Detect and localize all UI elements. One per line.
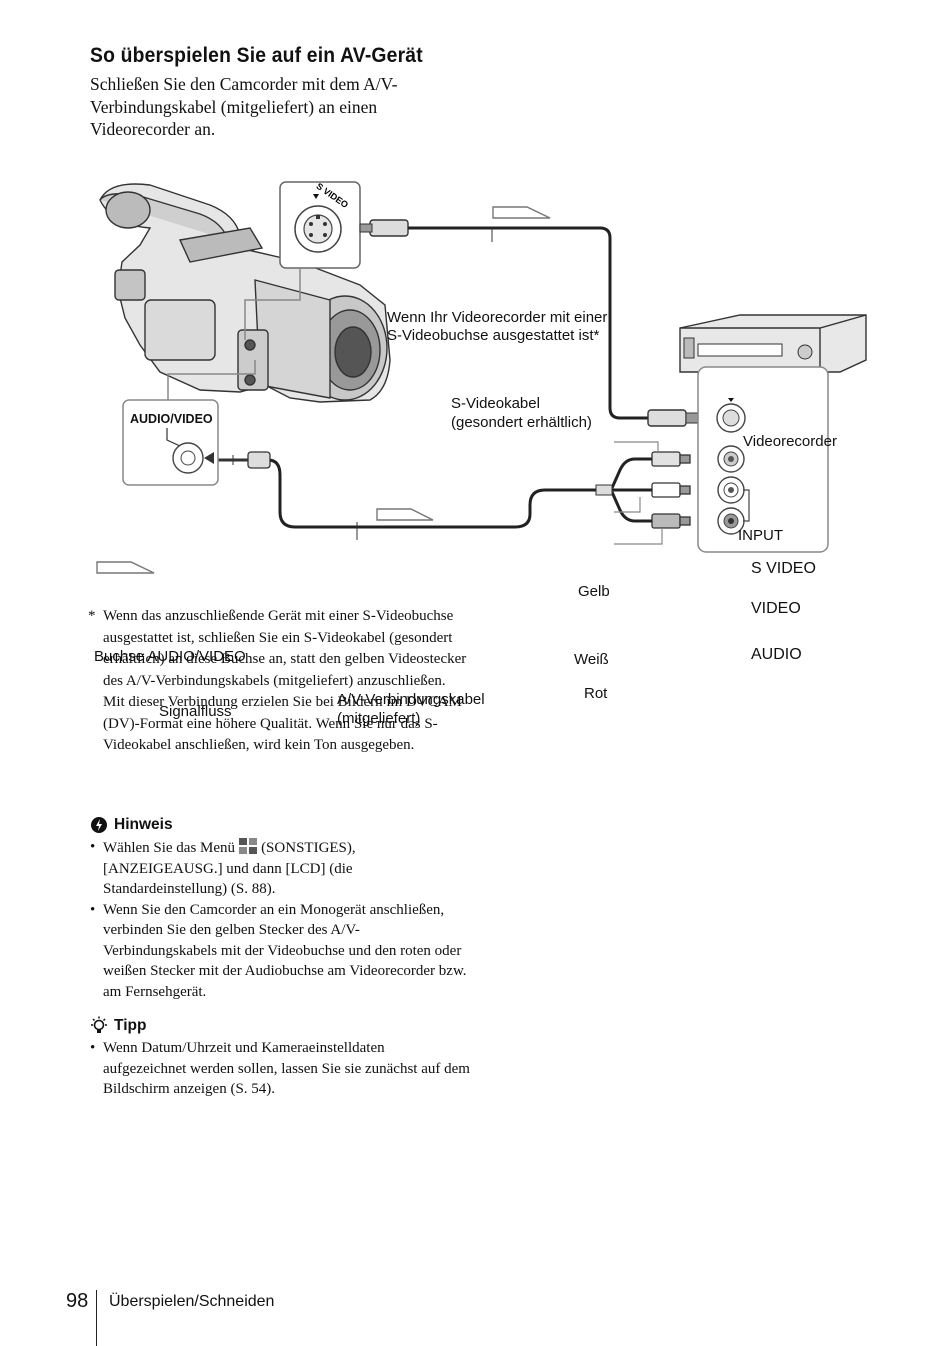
av-cable-label-line1: A/V-Verbindungskabel xyxy=(337,691,485,708)
sonstiges-menu-icon xyxy=(239,838,258,854)
footnote-marker: * xyxy=(88,608,96,624)
hinweis-heading: Hinweis xyxy=(90,816,173,834)
vcr-audio-label: AUDIO xyxy=(751,646,802,663)
list-item: Wenn Datum/Uhrzeit und Kameraeinstelldat… xyxy=(90,1038,470,1100)
svideo-note-line2: S-Videobuchse ausgestattet ist* xyxy=(387,327,600,344)
vcr-svideo-label: S VIDEO xyxy=(751,560,816,577)
gelb-label: Gelb xyxy=(578,583,610,600)
buchse-audio-video-label: Buchse AUDIO/VIDEO xyxy=(94,648,246,665)
page-number: 98 xyxy=(66,1290,89,1312)
list-item: Wenn Sie den Camcorder an ein Monogerät … xyxy=(90,900,470,1003)
rot-label: Rot xyxy=(584,685,608,702)
hinweis-title: Hinweis xyxy=(114,816,173,833)
tipp-list: Wenn Datum/Uhrzeit und Kameraeinstelldat… xyxy=(90,1038,470,1100)
tipp-heading: Tipp xyxy=(90,1016,146,1036)
vcr-video-label: VIDEO xyxy=(751,600,801,617)
av-cable-label-line2: (mitgeliefert) xyxy=(337,710,421,727)
audio-video-jack-label: AUDIO/VIDEO xyxy=(130,412,213,426)
list-item: Wählen Sie das Menü(SONSTIGES), [ANZEIGE… xyxy=(90,837,470,900)
footnote-text: Wenn das anzuschließende Gerät mit einer… xyxy=(103,608,467,753)
weiss-label: Weiß xyxy=(574,651,609,668)
svideo-note-line1: Wenn Ihr Videorecorder mit einer xyxy=(387,309,608,326)
svideo-cable-label-line2: (gesondert erhältlich) xyxy=(451,414,592,431)
intro-paragraph: Schließen Sie den Camcorder mit dem A/V-… xyxy=(90,74,398,139)
videorecorder-label: Videorecorder xyxy=(743,433,837,450)
hinweis-item1-text: Wählen Sie das Menü xyxy=(103,840,236,856)
videorecorder-illustration xyxy=(679,314,867,373)
signalfluss-label: Signalfluss xyxy=(159,703,232,720)
hinweis-item1-text-end: (SONSTIGES), [ANZEIGEAUSG.] und dann [LC… xyxy=(103,840,356,897)
camcorder-illustration xyxy=(99,183,391,403)
svideo-cable-label-line1: S-Videokabel xyxy=(451,395,540,412)
section-name: Überspielen/Schneiden xyxy=(109,1293,275,1310)
lightbulb-icon xyxy=(91,1016,107,1033)
footnote: * Wenn das anzuschließende Gerät mit ein… xyxy=(88,606,468,757)
tipp-title: Tipp xyxy=(114,1017,147,1034)
hinweis-icon xyxy=(91,817,107,833)
input-label: INPUT xyxy=(738,527,783,544)
hinweis-list: Wählen Sie das Menü(SONSTIGES), [ANZEIGE… xyxy=(90,837,470,1002)
page-title: So überspielen Sie auf ein AV-Gerät xyxy=(90,44,423,67)
footer-divider xyxy=(96,1290,97,1346)
